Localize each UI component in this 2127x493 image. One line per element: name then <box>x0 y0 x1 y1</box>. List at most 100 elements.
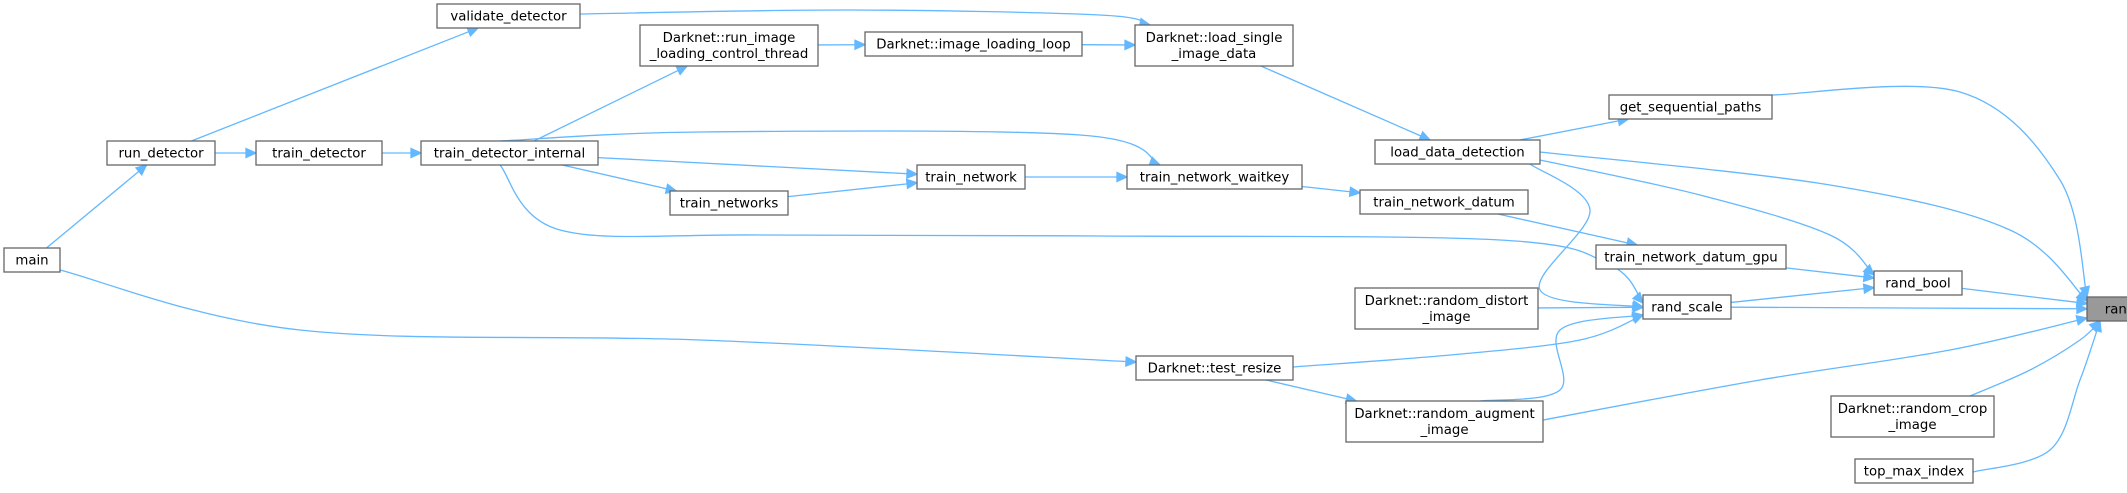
arrowhead <box>1124 39 1137 51</box>
node-box <box>420 140 599 166</box>
node-label: rand_bool <box>1885 277 1951 292</box>
arrowhead <box>1631 311 1645 323</box>
node-label: main <box>15 254 48 269</box>
node-validate-detector[interactable]: validate_detector <box>436 3 581 29</box>
arrowhead <box>675 65 689 76</box>
edge-run_detector-to-train_detector <box>215 147 258 159</box>
arrowhead <box>134 163 148 177</box>
node-label: _loading_control_thread <box>649 47 809 62</box>
node-train-network[interactable]: train_network <box>916 164 1026 190</box>
arrowhead <box>1125 355 1138 367</box>
node-box <box>1374 139 1541 165</box>
node-rand-scale[interactable]: rand_scale <box>1642 294 1732 320</box>
node-box <box>916 164 1026 190</box>
arrowhead <box>2091 319 2102 333</box>
node-top-max-index[interactable]: top_max_index <box>1854 458 1974 484</box>
node-label: Darknet::load_single <box>1146 31 1283 46</box>
node-label: _image <box>1419 423 1468 438</box>
node-label: Darknet::random_distort <box>1365 294 1529 309</box>
node-train-detector-internal[interactable]: train_detector_internal <box>420 140 599 166</box>
node-label: train_networks <box>680 197 779 212</box>
arrowhead <box>2075 289 2089 303</box>
edge-train_detector-to-train_detector_internal <box>382 147 423 159</box>
node-box <box>255 140 383 166</box>
edge-run_image_loading_control_thread-to-image_loading_loop <box>817 39 867 51</box>
node-box <box>2086 296 2127 322</box>
node-box <box>1359 189 1529 215</box>
arrowhead <box>2075 315 2089 326</box>
node-label: Darknet::random_augment <box>1354 407 1534 422</box>
edge-rand_scale-to-rand_bool <box>1730 283 1876 304</box>
node-label: top_max_index <box>1864 465 1965 480</box>
node-main[interactable]: main <box>3 247 61 273</box>
node-box <box>1595 244 1787 270</box>
node-label: run_detector <box>118 147 204 162</box>
arrowhead <box>854 39 867 51</box>
node-rand-bool[interactable]: rand_bool <box>1873 270 1963 296</box>
node-random-crop-image[interactable]: Darknet::random_crop_image <box>1830 395 1995 438</box>
edge-main-to-run_detector <box>46 163 148 249</box>
node-label: train_network_waitkey <box>1140 171 1290 186</box>
node-train-network-datum[interactable]: train_network_datum <box>1359 189 1529 215</box>
node-box <box>1854 458 1974 484</box>
node-box <box>1642 294 1732 320</box>
node-label: get_sequential_paths <box>1620 101 1762 116</box>
node-label: train_detector <box>272 147 366 162</box>
node-box <box>1608 94 1773 120</box>
edge-train_detector_internal-to-train_networks <box>562 164 678 195</box>
arrowhead <box>1116 171 1129 183</box>
arrowhead <box>245 147 258 159</box>
node-label: _image <box>1887 418 1936 433</box>
node-box <box>639 24 819 67</box>
edge-load_data_detection-to-rand_scale <box>1529 163 1645 311</box>
node-train-network-datum-gpu[interactable]: train_network_datum_gpu <box>1595 244 1787 270</box>
node-random-distort-image[interactable]: Darknet::random_distort_image <box>1354 287 1539 330</box>
node-train-networks[interactable]: train_networks <box>669 190 789 216</box>
node-load-data-detection[interactable]: load_data_detection <box>1374 139 1541 165</box>
node-box <box>1354 287 1539 330</box>
node-train-network-waitkey[interactable]: train_network_waitkey <box>1126 164 1303 190</box>
edge-load_data_detection-to-rand_bool <box>1539 159 1876 277</box>
edge-train_networks-to-train_network <box>787 178 919 198</box>
node-box <box>1345 400 1544 443</box>
node-label: train_network_datum_gpu <box>1604 251 1777 266</box>
edge-rand_bool-to-rand_int <box>1961 287 2089 308</box>
node-label: rand_int <box>2105 303 2127 318</box>
edge-main-to-test_resize <box>59 269 1138 367</box>
node-box <box>1126 164 1303 190</box>
edge-train_network_datum-to-train_network_datum_gpu <box>1497 213 1639 249</box>
edge-load_data_detection-to-get_sequential_paths <box>1519 115 1630 141</box>
edge-get_sequential_paths-to-rand_int <box>1771 85 2090 299</box>
node-box <box>1873 270 1963 296</box>
arrowhead <box>1418 130 1432 141</box>
node-train-detector[interactable]: train_detector <box>255 140 383 166</box>
node-test-resize[interactable]: Darknet::test_resize <box>1135 355 1294 381</box>
node-label: load_data_detection <box>1390 146 1524 161</box>
arrowhead <box>466 26 480 38</box>
node-run-image-loading-control-thread[interactable]: Darknet::run_image_loading_control_threa… <box>639 24 819 67</box>
node-run-detector[interactable]: run_detector <box>106 140 216 166</box>
node-get-sequential-paths[interactable]: get_sequential_paths <box>1608 94 1773 120</box>
edge-rand_scale-to-rand_int <box>1730 303 2089 315</box>
node-label: train_network <box>925 171 1017 186</box>
node-label: Darknet::test_resize <box>1148 362 1282 377</box>
edge-train_detector_internal-to-train_network_waitkey <box>499 130 1162 167</box>
node-rand-int[interactable]: rand_int <box>2086 296 2127 322</box>
edge-top_max_index-to-rand_int <box>1972 319 2102 473</box>
edge-image_loading_loop-to-load_single_image_data <box>1081 39 1137 51</box>
node-label: Darknet::random_crop <box>1838 402 1988 417</box>
arrowhead <box>1348 186 1362 198</box>
node-load-single-image-data[interactable]: Darknet::load_single_image_data <box>1134 24 1294 67</box>
node-box <box>436 3 581 29</box>
node-random-augment-image[interactable]: Darknet::random_augment_image <box>1345 400 1544 443</box>
node-box <box>3 247 61 273</box>
node-label: rand_scale <box>1651 301 1722 316</box>
edge-train_detector_internal-to-train_network <box>597 156 919 180</box>
arrowhead <box>410 147 423 159</box>
edge-train_detector_internal-to-rand_scale <box>499 164 1645 305</box>
edges-layer <box>46 9 2102 473</box>
node-box <box>1830 395 1995 438</box>
arrowhead <box>1631 291 1645 305</box>
node-image-loading-loop[interactable]: Darknet::image_loading_loop <box>864 31 1083 57</box>
